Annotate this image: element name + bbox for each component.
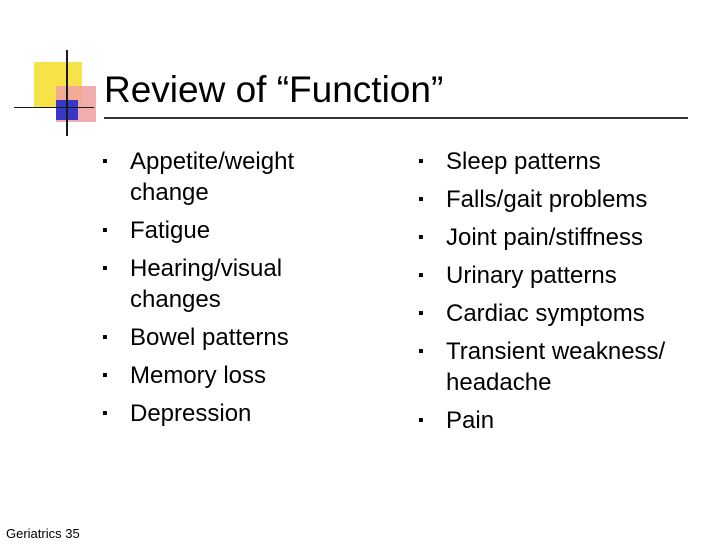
list-item: ▪ Fatigue [100,215,340,246]
bullet-icon: ▪ [102,405,108,422]
bullet-icon: ▪ [418,343,424,360]
bullet-icon: ▪ [418,267,424,284]
left-bullet-list: ▪ Appetite/weight change ▪ Fatigue ▪ Hearin… [100,146,340,436]
bullet-icon: ▪ [102,367,108,384]
list-item-text: Memory loss [130,362,267,389]
list-item: ▪ Cardiac symptoms [416,298,716,329]
list-item: ▪ Sleep patterns [416,146,716,177]
bullet-icon: ▪ [102,153,108,170]
bullet-icon: ▪ [418,191,424,208]
decor-short-line [14,107,94,108]
bullet-icon: ▪ [102,222,108,239]
list-item: ▪ Transient weakness/ headache [416,336,716,398]
list-item-text: Hearing/visual changes [130,255,283,313]
list-item-text: Appetite/weight change [130,148,295,206]
bullet-icon: ▪ [102,260,108,277]
slide-footer: Geriatrics 35 [6,526,80,541]
right-bullet-list: ▪ Sleep patterns ▪ Falls/gait problems ▪ Jo… [416,146,716,443]
bullet-icon: ▪ [418,229,424,246]
list-item-text: Cardiac symptoms [446,300,645,327]
list-item-text: Urinary patterns [446,262,617,289]
list-item-text: Pain [446,407,495,434]
list-item-text: Joint pain/stiffness [446,224,644,251]
bullet-icon: ▪ [418,412,424,429]
list-item-text: Fatigue [130,217,211,244]
list-item: ▪ Depression [100,398,340,429]
list-item-text: Transient weakness/ headache [446,338,666,396]
slide-title: Review of “Function” [104,69,444,110]
list-item-text: Bowel patterns [130,324,289,351]
list-item-text: Depression [130,400,252,427]
list-item: ▪ Memory loss [100,360,340,391]
decor-vertical-line [66,50,68,136]
list-item-text: Sleep patterns [446,148,601,175]
list-item: ▪ Falls/gait problems [416,184,716,215]
list-item-text: Falls/gait problems [446,186,648,213]
list-item: ▪ Appetite/weight change [100,146,340,208]
title-underline [104,117,688,119]
list-item: ▪ Pain [416,405,716,436]
bullet-icon: ▪ [102,329,108,346]
list-item: ▪ Hearing/visual changes [100,253,340,315]
list-item: ▪ Urinary patterns [416,260,716,291]
list-item: ▪ Bowel patterns [100,322,340,353]
bullet-icon: ▪ [418,153,424,170]
list-item: ▪ Joint pain/stiffness [416,222,716,253]
bullet-icon: ▪ [418,305,424,322]
